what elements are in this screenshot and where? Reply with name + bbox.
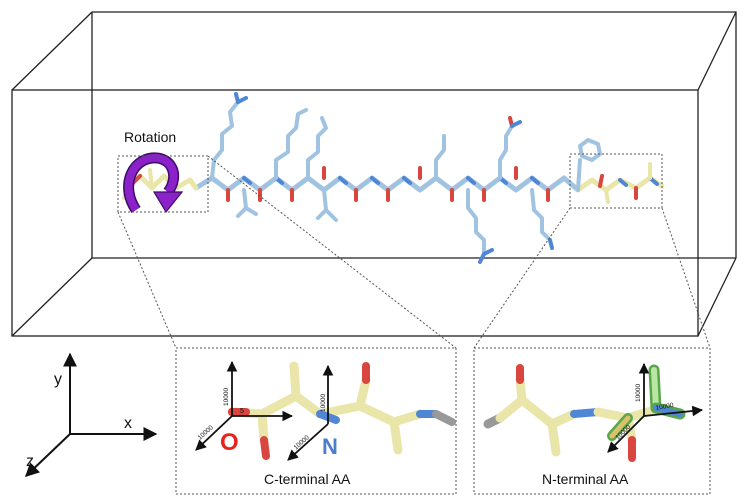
c-terminal-zoom-box <box>117 155 209 213</box>
n-vector-up-value: 10000 <box>635 384 642 402</box>
axis-y-label: y <box>54 371 62 388</box>
c-terminal-panel-title: C-terminal AA <box>264 471 351 487</box>
n-terminal-vectors <box>607 362 704 453</box>
peptide-chain <box>122 92 665 264</box>
axis-z-label: z <box>26 453 34 470</box>
amide-nitrogens <box>242 176 659 187</box>
box-depth-edge <box>11 11 93 91</box>
box-depth-edge <box>697 257 737 337</box>
side-chains <box>210 92 554 264</box>
rotation-label: Rotation <box>124 129 176 145</box>
c-terminal-o-vectors <box>195 360 294 451</box>
axis-x-label: x <box>124 415 132 432</box>
c-terminal-n-vectors <box>287 364 334 461</box>
atom-n-label: N <box>322 434 338 459</box>
simulation-box <box>11 11 737 337</box>
n-terminal-molecule <box>483 364 686 462</box>
zoom-connector-lines <box>117 155 711 349</box>
n-terminal-zoom-box <box>569 153 663 209</box>
box-back-edges <box>92 11 737 258</box>
atom-o-label: O <box>220 429 239 456</box>
rotation-arrow-icon <box>123 152 184 214</box>
box-depth-edge <box>697 11 737 91</box>
n-terminal-panel: 10000 10000 10000 N-terminal AA <box>473 347 711 495</box>
n-terminal-panel-title: N-terminal AA <box>542 471 629 487</box>
c-vector-right-value: 5 <box>240 408 244 415</box>
main-coordinate-axes <box>24 352 158 477</box>
c-terminal-panel: 10000 5 10000 10000 10000 O N C-terminal… <box>175 347 457 495</box>
c-vector-up-value: 10000 <box>223 388 230 406</box>
n-vector-right-value: 10000 <box>655 402 674 412</box>
axis-z-arrow <box>24 433 71 477</box>
peptide-backbone <box>193 175 581 193</box>
n-terminal-side-group <box>604 162 652 204</box>
c-n-vector-up-value: 10000 <box>320 394 327 412</box>
carbonyl-oxygens <box>130 166 638 202</box>
box-depth-edge <box>11 257 93 337</box>
box-front-face <box>11 89 699 337</box>
